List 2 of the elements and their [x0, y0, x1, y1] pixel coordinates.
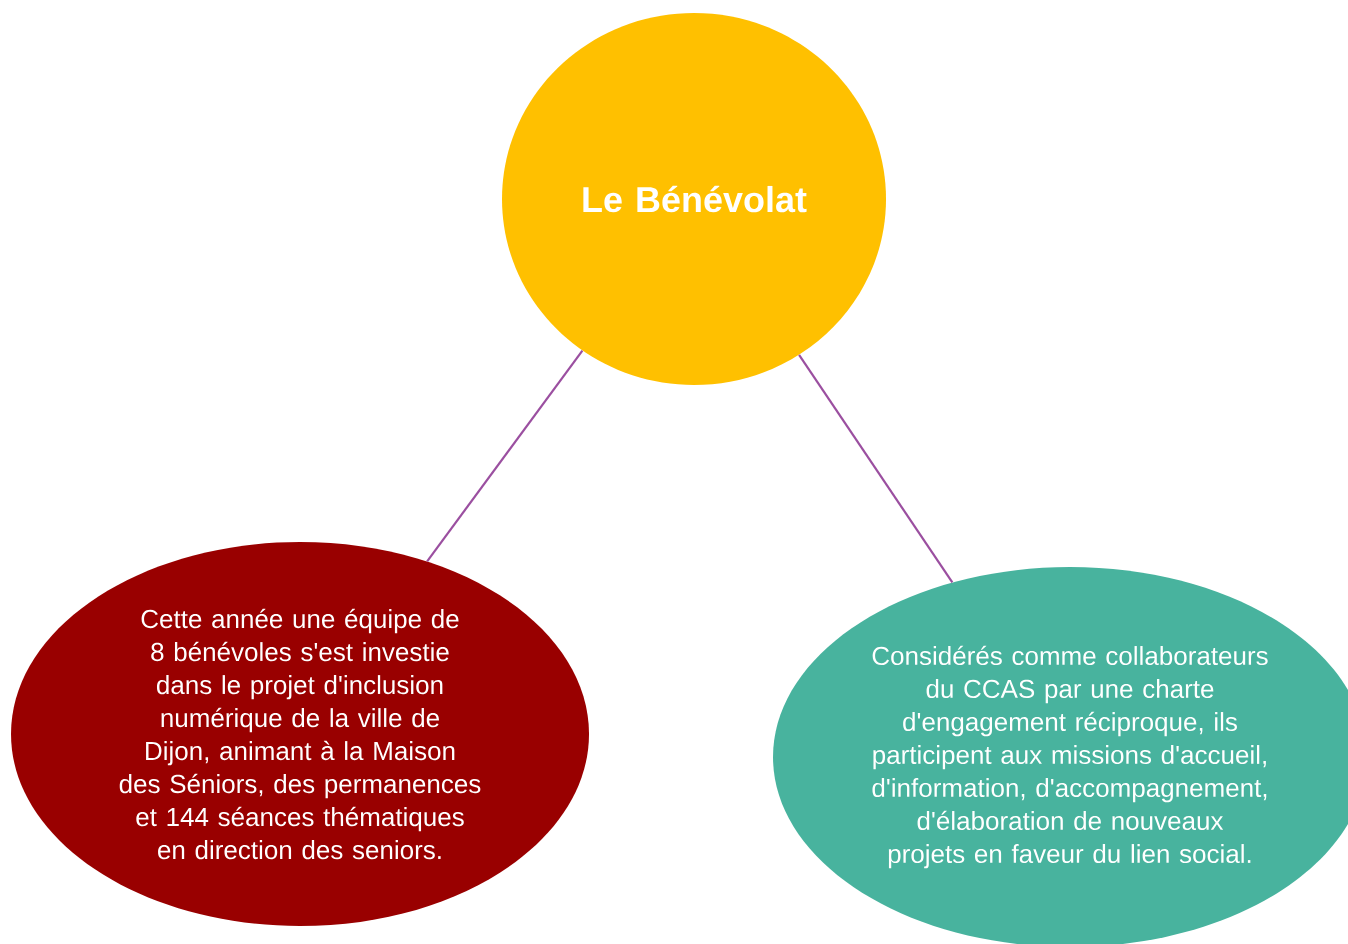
connector-line [426, 349, 584, 563]
connector-line [798, 354, 954, 583]
